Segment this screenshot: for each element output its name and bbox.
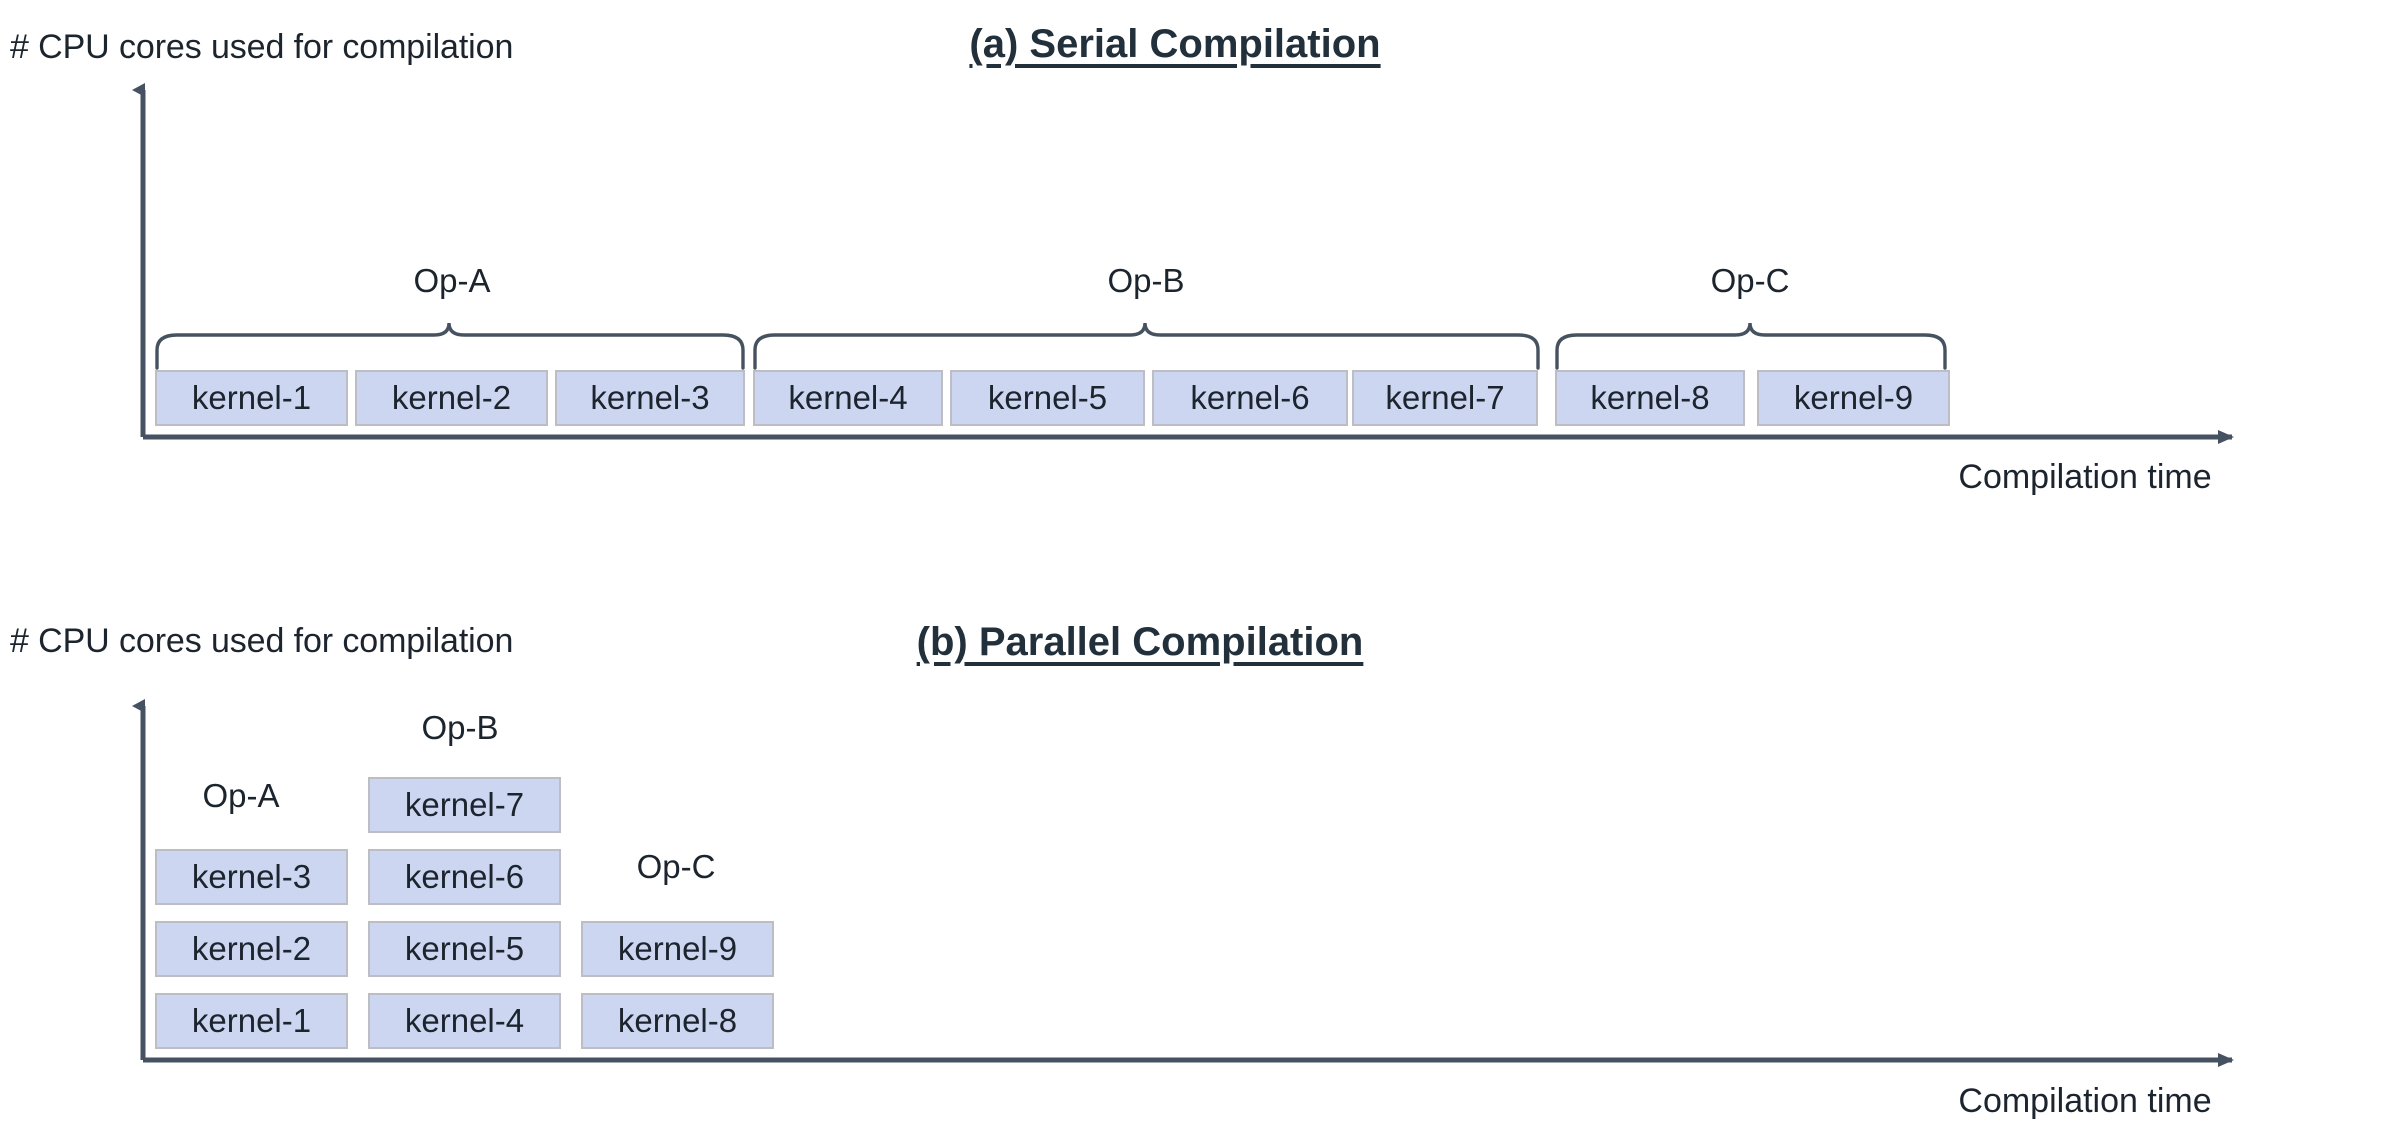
serial-kernel-box[interactable]: kernel-5	[950, 370, 1145, 426]
serial-op-label-c: Op-C	[1710, 262, 1790, 299]
serial-kernel-box[interactable]: kernel-8	[1555, 370, 1745, 426]
parallel-kernel-box[interactable]: kernel-8	[581, 993, 774, 1049]
serial-x-axis-label: Compilation time	[1958, 458, 2212, 496]
parallel-kernel-box[interactable]: kernel-6	[368, 849, 561, 905]
parallel-kernel-box[interactable]: kernel-9	[581, 921, 774, 977]
serial-op-label-b: Op-B	[1107, 262, 1185, 299]
serial-kernel-box[interactable]: kernel-7	[1352, 370, 1538, 426]
serial-panel-title: (a) Serial Compilation	[969, 22, 1381, 66]
serial-op-label-a: Op-A	[413, 262, 491, 299]
parallel-x-axis-label: Compilation time	[1958, 1082, 2212, 1120]
parallel-op-label-b: Op-B	[421, 709, 499, 746]
parallel-op-label-a: Op-A	[202, 777, 280, 814]
brace-op-b	[753, 322, 1540, 370]
serial-kernel-box[interactable]: kernel-4	[753, 370, 943, 426]
parallel-kernel-box[interactable]: kernel-5	[368, 921, 561, 977]
serial-kernel-box[interactable]: kernel-6	[1152, 370, 1348, 426]
serial-y-axis-label: # CPU cores used for compilation	[10, 28, 514, 66]
serial-kernel-box[interactable]: kernel-9	[1757, 370, 1950, 426]
parallel-kernel-box[interactable]: kernel-1	[155, 993, 348, 1049]
serial-kernel-box[interactable]: kernel-2	[355, 370, 548, 426]
parallel-y-axis-label: # CPU cores used for compilation	[10, 622, 514, 660]
parallel-kernel-box[interactable]: kernel-4	[368, 993, 561, 1049]
serial-kernel-box[interactable]: kernel-3	[555, 370, 745, 426]
brace-op-a	[155, 322, 745, 370]
parallel-panel-title: (b) Parallel Compilation	[916, 620, 1364, 664]
parallel-kernel-box[interactable]: kernel-7	[368, 777, 561, 833]
parallel-kernel-box[interactable]: kernel-3	[155, 849, 348, 905]
serial-kernel-box[interactable]: kernel-1	[155, 370, 348, 426]
parallel-kernel-box[interactable]: kernel-2	[155, 921, 348, 977]
brace-op-c	[1555, 322, 1947, 370]
parallel-op-label-c: Op-C	[636, 848, 716, 885]
